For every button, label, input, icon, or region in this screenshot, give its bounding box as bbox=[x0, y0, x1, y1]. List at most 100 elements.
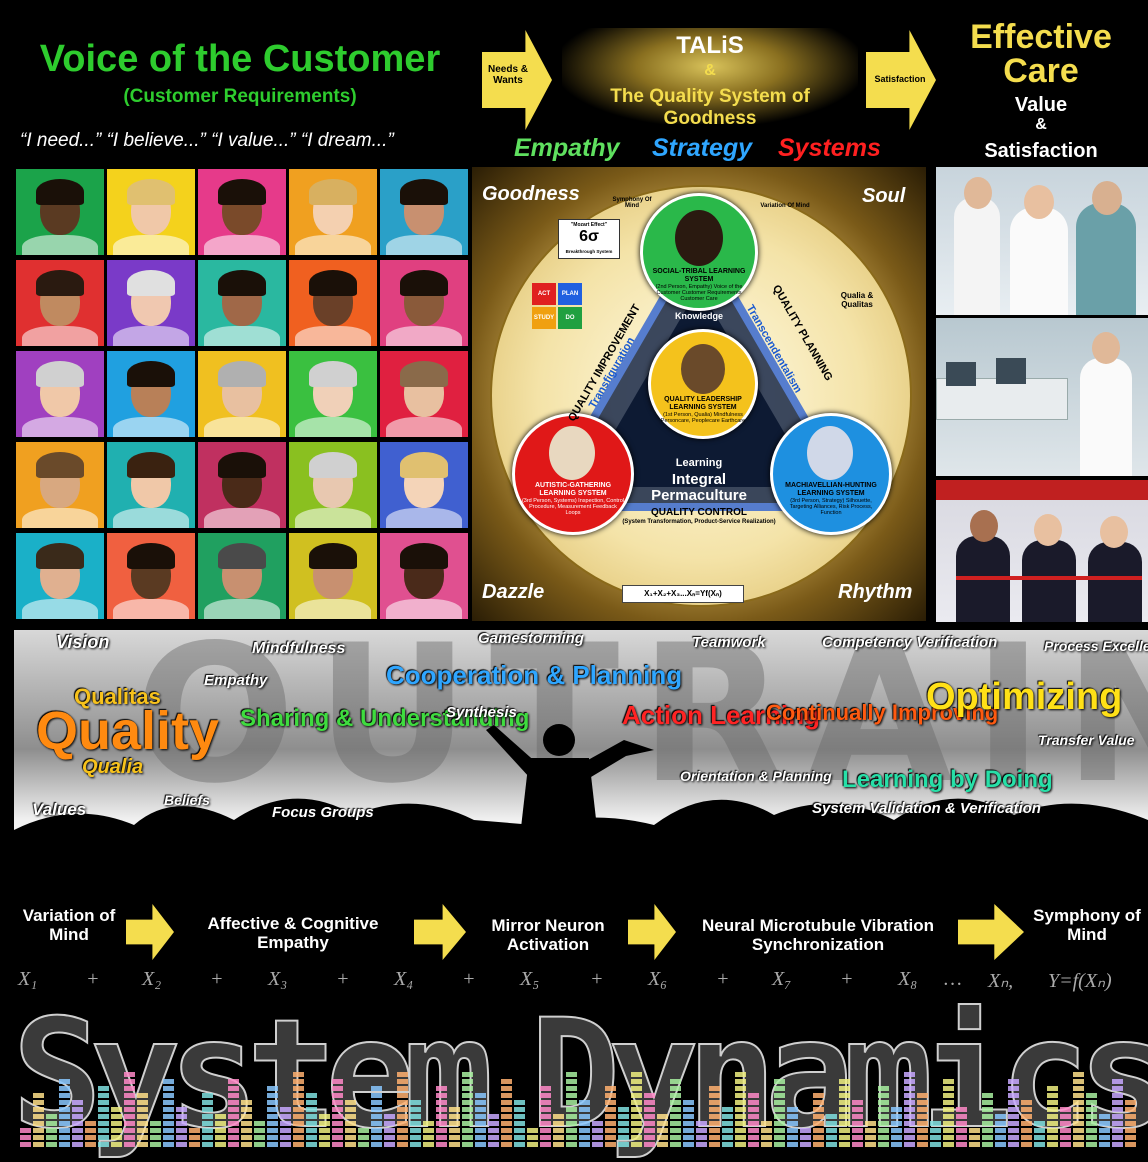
customer-face bbox=[289, 260, 377, 346]
customer-face bbox=[107, 351, 195, 437]
customer-face bbox=[289, 533, 377, 619]
concept-word: Learning by Doing bbox=[842, 766, 1053, 793]
formula-term: + bbox=[716, 968, 730, 990]
variation-mind-label: Variation Of Mind bbox=[760, 203, 810, 209]
concept-word: Gamestorming bbox=[478, 630, 584, 647]
quality-mandala: Goodness Soul Dazzle Rhythm SOCIAL-TRIBA… bbox=[472, 167, 926, 621]
flow-step-1: Variation of Mind bbox=[22, 906, 116, 944]
concept-word: Sharing & Understanding bbox=[240, 705, 530, 732]
voice-title: Voice of the Customer bbox=[39, 38, 441, 80]
portrait-icon bbox=[549, 426, 595, 480]
concept-word: Mindfulness bbox=[252, 640, 346, 657]
concept-word: Optimizing bbox=[926, 676, 1123, 718]
formula-box: X₁+X₂+X₃...Xₙ=Yf(Xₙ) bbox=[622, 585, 744, 603]
concept-word: Cooperation & Planning bbox=[386, 660, 683, 690]
talis-title: TALiS bbox=[676, 32, 744, 59]
formula-term: X₂ bbox=[142, 968, 162, 990]
corner-soul: Soul bbox=[862, 185, 906, 207]
corner-rhythm: Rhythm bbox=[838, 581, 913, 603]
integral-label: Integral bbox=[671, 471, 727, 488]
formula-term: Xₙ, bbox=[988, 970, 1014, 992]
effective-care: Effective Care bbox=[970, 18, 1112, 90]
learning-label: Learning bbox=[675, 457, 723, 469]
concept-word: Vision bbox=[56, 632, 110, 652]
customer-face bbox=[380, 351, 468, 437]
customer-face bbox=[16, 351, 104, 437]
customer-face bbox=[16, 442, 104, 528]
value-amp: & bbox=[1035, 116, 1047, 133]
talis-amp: & bbox=[704, 62, 716, 79]
concept-word: Continually Improving bbox=[766, 700, 999, 725]
formula-term: X₁ bbox=[18, 968, 38, 990]
lab-photo bbox=[936, 318, 1148, 476]
empathy-label: Empathy bbox=[514, 134, 620, 162]
concept-word: Synthesis bbox=[446, 704, 517, 721]
paramedics-photo bbox=[936, 480, 1148, 622]
doctors-photo bbox=[936, 167, 1148, 315]
formula-term: X₃ bbox=[268, 968, 288, 990]
formula-term: + bbox=[210, 968, 224, 990]
formula-term: Y=f(Xₙ) bbox=[1048, 970, 1112, 992]
customer-face bbox=[198, 533, 286, 619]
customer-face bbox=[107, 260, 195, 346]
portrait-icon bbox=[807, 426, 853, 480]
corner-dazzle: Dazzle bbox=[482, 581, 545, 603]
concept-word: Teamwork bbox=[692, 634, 766, 651]
pdca-wheel: ACT PLAN STUDY DO bbox=[532, 283, 582, 331]
svg-text:OUTRAIN: OUTRAIN bbox=[134, 630, 1148, 825]
concept-word: Focus Groups bbox=[272, 804, 374, 821]
formula-term: X₄ bbox=[394, 968, 414, 990]
customer-face bbox=[289, 169, 377, 255]
systems-label: Systems bbox=[778, 134, 881, 162]
customer-face bbox=[198, 169, 286, 255]
satisfaction-label: Satisfaction bbox=[984, 140, 1098, 162]
voice-subtitle: (Customer Requirements) bbox=[123, 86, 357, 107]
quality-control-sub: (System Transformation, Product-Service … bbox=[622, 519, 776, 525]
strategy-label: Strategy bbox=[652, 134, 753, 162]
customer-face bbox=[16, 533, 104, 619]
formula-term: + bbox=[462, 968, 476, 990]
customer-face bbox=[289, 351, 377, 437]
customer-face bbox=[107, 169, 195, 255]
permaculture-label: Permaculture bbox=[651, 487, 747, 504]
formula-term: + bbox=[336, 968, 350, 990]
formula-term: + bbox=[840, 968, 854, 990]
formula-term: X₇ bbox=[772, 968, 792, 990]
flow-step-5: Symphony of Mind bbox=[1033, 906, 1141, 944]
symphony-mind-label: Symphony Of Mind bbox=[612, 197, 652, 209]
concept-word: Orientation & Planning bbox=[680, 768, 832, 784]
concept-word: Transfer Value bbox=[1038, 732, 1135, 748]
customer-face bbox=[198, 351, 286, 437]
concept-word: Process Excellence bbox=[1044, 638, 1148, 654]
equalizer-bars bbox=[20, 1072, 1136, 1147]
customer-face bbox=[380, 533, 468, 619]
customer-quotes: “I need...” “I believe...” “I value...” … bbox=[20, 130, 394, 151]
customer-face bbox=[107, 533, 195, 619]
quality-leadership-circle: QUALITY LEADERSHIP LEARNING SYSTEM (1st … bbox=[648, 329, 758, 439]
portrait-icon bbox=[681, 344, 725, 394]
customer-face bbox=[107, 442, 195, 528]
orchestra-silhouette: OUTRAIN bbox=[14, 630, 1148, 895]
social-tribal-circle: SOCIAL-TRIBAL LEARNING SYSTEM (2nd Perso… bbox=[640, 193, 758, 311]
flow-step-2: Affective & Cognitive Empathy bbox=[207, 914, 379, 952]
concept-word: Values bbox=[32, 800, 87, 819]
faces-grid bbox=[14, 167, 470, 622]
customer-face bbox=[198, 442, 286, 528]
customer-face bbox=[16, 260, 104, 346]
machiavellian-hunting-circle: MACHIAVELLIAN-HUNTING LEARNING SYSTEM (3… bbox=[770, 413, 892, 535]
concept-word: System Validation & Verification bbox=[812, 800, 1041, 817]
corner-goodness: Goodness bbox=[482, 183, 580, 205]
customer-face bbox=[380, 260, 468, 346]
customer-face bbox=[289, 442, 377, 528]
formula-term: … bbox=[944, 968, 962, 990]
formula-term: X₈ bbox=[898, 968, 918, 990]
formula-term: + bbox=[86, 968, 100, 990]
concept-word: Qualitas bbox=[74, 684, 161, 709]
concept-word: Beliefs bbox=[164, 792, 210, 808]
flow-step-4: Neural Microtubule Vibration Synchroniza… bbox=[701, 916, 935, 954]
six-sigma-box: "Mozart Effect" 6σ Breakthrough System bbox=[558, 219, 620, 259]
concept-word: Qualia bbox=[82, 756, 144, 778]
flow-row bbox=[0, 895, 1148, 965]
formula-term: + bbox=[590, 968, 604, 990]
talis-subtitle: The Quality System of Goodness bbox=[610, 86, 810, 129]
